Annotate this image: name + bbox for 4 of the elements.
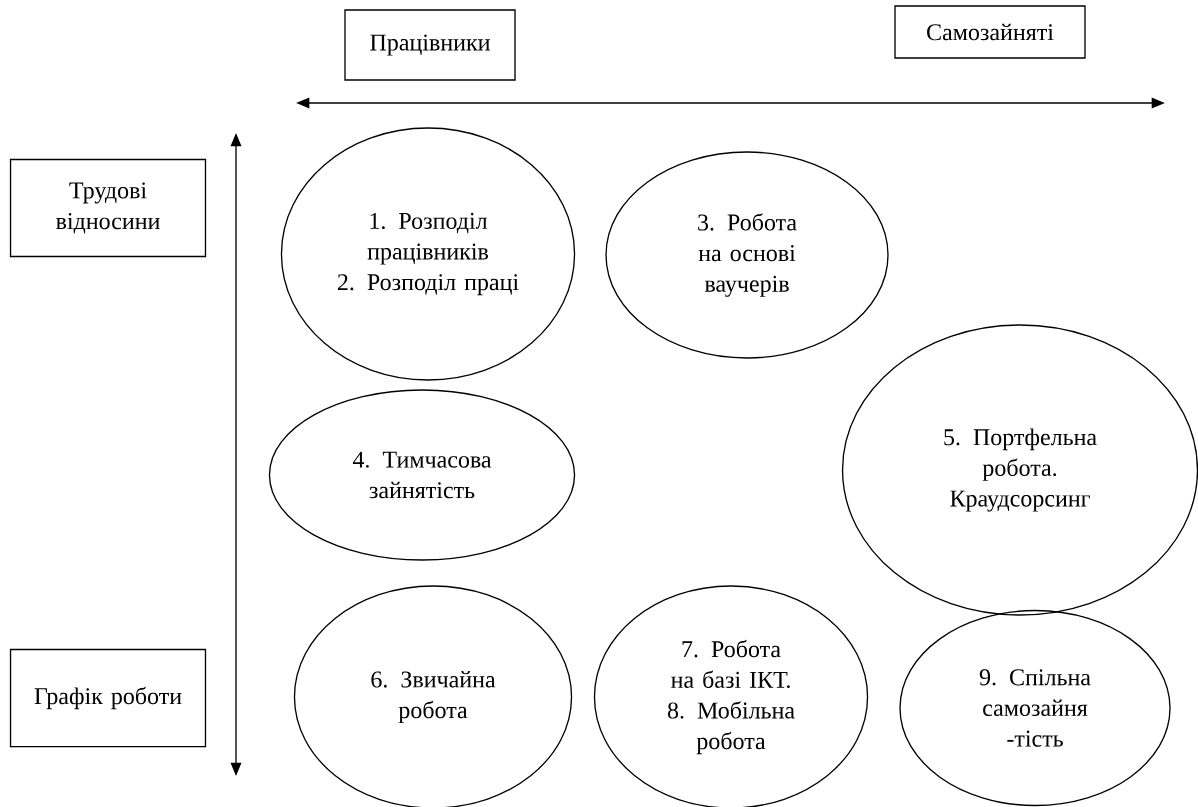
label-box: Графік роботи [9,648,207,748]
label-box: Трудові відносини [9,158,207,258]
label-box: Працівники [344,9,516,81]
label-box: Самозайняті [894,5,1086,59]
